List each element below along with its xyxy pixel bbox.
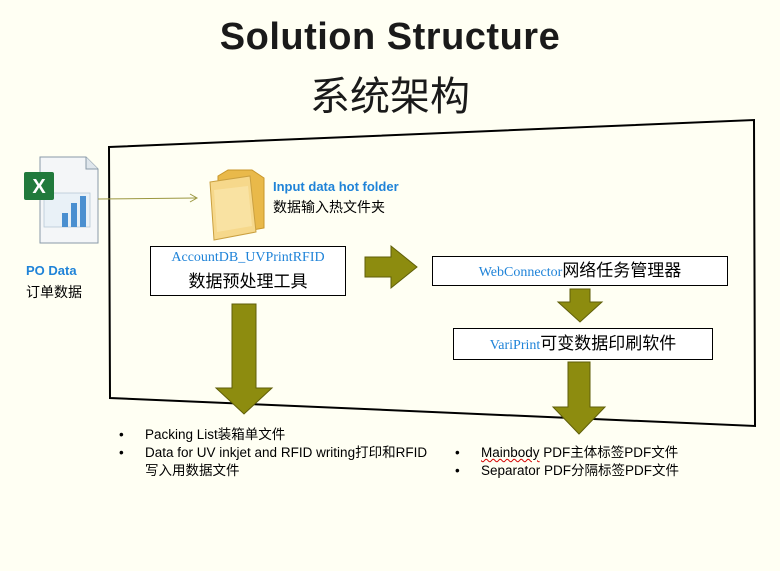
arrow-to-left-outputs bbox=[214, 303, 274, 415]
webconnector-name: WebConnector bbox=[478, 265, 563, 280]
title-chinese: 系统架构 bbox=[310, 75, 470, 119]
mainbody-word: Mainbody bbox=[481, 445, 540, 460]
po-data-label-en: PO Data bbox=[26, 263, 77, 278]
mainbody-text: PDF主体标签PDF文件 bbox=[539, 445, 679, 460]
right-output-list: Mainbody PDF主体标签PDF文件 Separator PDF分隔标签P… bbox=[455, 444, 765, 480]
variprint-desc: 可变数据印刷软件 bbox=[540, 334, 677, 353]
left-output-list: Packing List装箱单文件 Data for UV inkjet and… bbox=[119, 426, 429, 480]
webconnector-node: WebConnector网络任务管理器 bbox=[432, 256, 728, 286]
hot-folder-label-zh: 数据输入热文件夹 bbox=[273, 199, 385, 215]
title-english: Solution Structure bbox=[219, 16, 561, 58]
arrow-to-right-outputs bbox=[551, 361, 607, 435]
accountdb-name: AccountDB_UVPrintRFID bbox=[171, 250, 325, 265]
po-data-label-zh: 订单数据 bbox=[26, 284, 82, 300]
po-to-folder-arrow bbox=[97, 197, 197, 200]
list-item: Packing List装箱单文件 bbox=[119, 426, 429, 444]
variprint-node: VariPrint可变数据印刷软件 bbox=[453, 328, 713, 360]
list-item: Data for UV inkjet and RFID writing打印和RF… bbox=[119, 444, 429, 480]
accountdb-node: AccountDB_UVPrintRFID 数据预处理工具 bbox=[150, 246, 346, 296]
arrow-to-webconnector bbox=[364, 244, 418, 290]
accountdb-desc: 数据预处理工具 bbox=[188, 272, 308, 291]
hot-folder-label-en: Input data hot folder bbox=[273, 179, 399, 194]
folder-icon bbox=[209, 169, 265, 241]
svg-text:X: X bbox=[32, 176, 46, 198]
variprint-name: VariPrint bbox=[489, 338, 541, 353]
list-item: Mainbody PDF主体标签PDF文件 bbox=[455, 444, 765, 462]
excel-file-icon: X bbox=[24, 156, 99, 244]
webconnector-desc: 网络任务管理器 bbox=[562, 261, 682, 280]
list-item: Separator PDF分隔标签PDF文件 bbox=[455, 462, 765, 480]
arrow-to-variprint bbox=[556, 288, 604, 323]
